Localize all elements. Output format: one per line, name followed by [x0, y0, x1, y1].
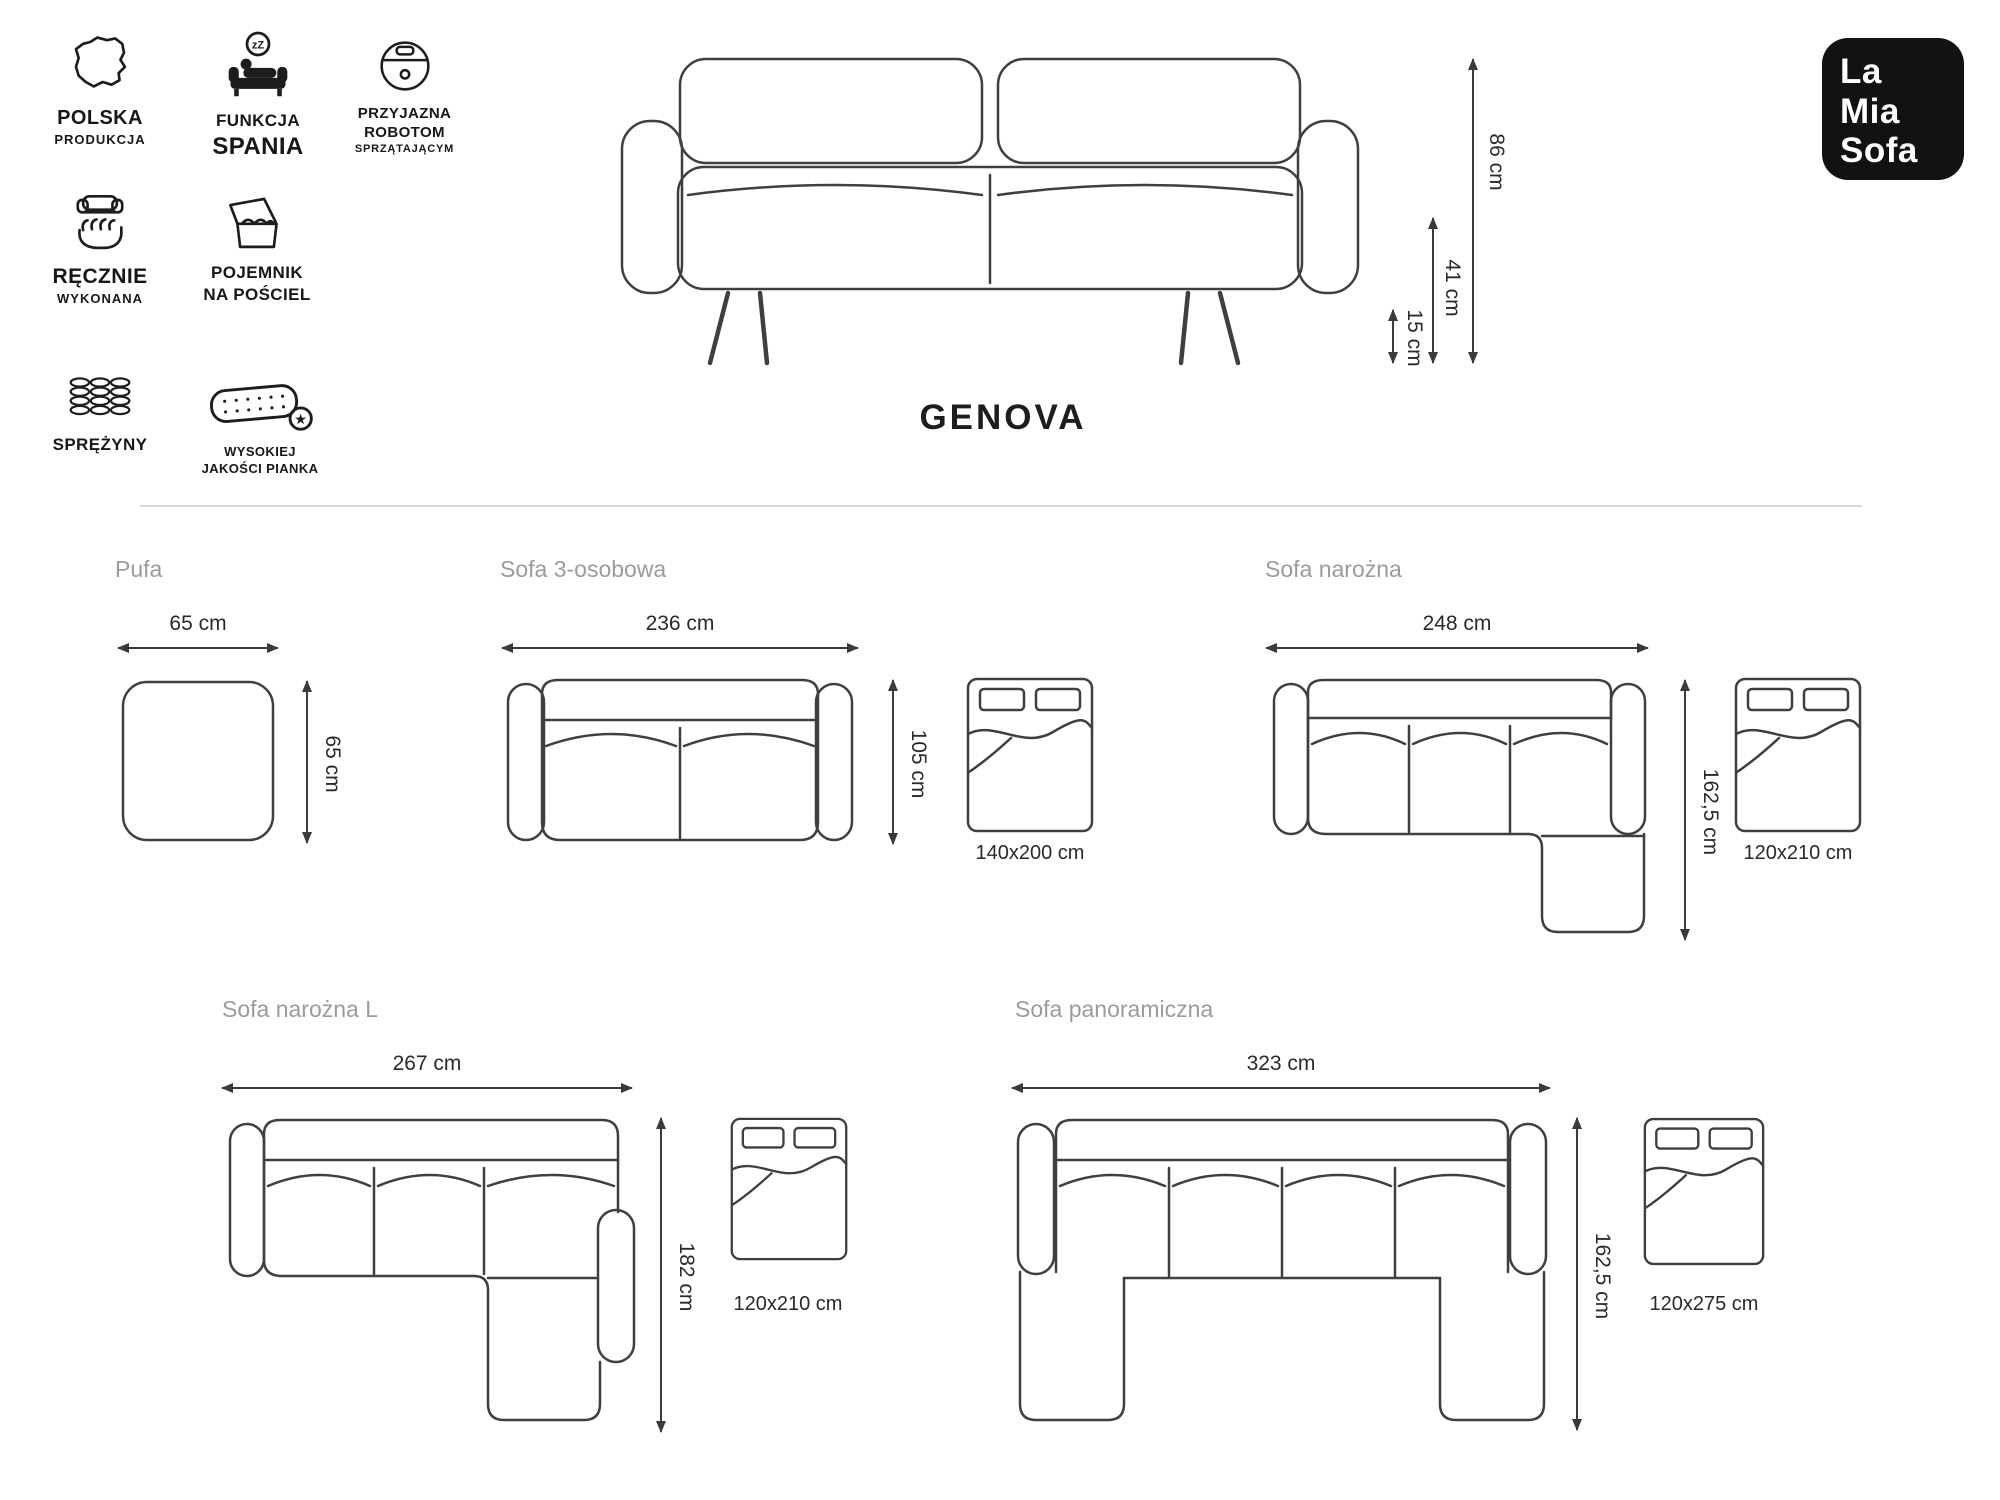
brand-logo: La Mia Sofa: [1822, 38, 1964, 180]
panoramiczna-width-label: 323 cm: [1246, 1052, 1316, 1075]
poland-map-icon: [74, 36, 127, 88]
narozna-depth-arrow: [1680, 679, 1690, 941]
feature-label: WYSOKIEJ: [224, 444, 296, 459]
feature-label: FUNKCJA: [215, 111, 301, 130]
feature-pojemnik-na-posciel: POJEMNIK NA POŚCIEL: [172, 190, 342, 306]
variant-title-pufa: Pufa: [115, 556, 163, 582]
handmade-icon: [76, 195, 124, 250]
quality-foam-icon: ★: [209, 384, 313, 431]
sofa3-depth-label: 105 cm: [907, 729, 930, 799]
panoramiczna-depth-label: 162,5 cm: [1591, 1232, 1614, 1320]
narozna-l-width-arrow: [221, 1083, 633, 1093]
feature-sublabel: SPANIA: [212, 132, 304, 160]
variant-title-panoramiczna: Sofa panoramiczna: [1015, 996, 1214, 1022]
narozna-drawing: [1272, 678, 1647, 934]
narozna-bed-size-label: 120x210 cm: [1743, 842, 1853, 864]
brand-word: Mia: [1840, 91, 1900, 131]
feature-sublabel: WYKONANA: [57, 290, 143, 306]
hero-leg-height-label: 15 cm: [1403, 309, 1426, 367]
hero-sofa-drawing: [620, 57, 1360, 366]
feature-label: POLSKA: [57, 107, 143, 129]
feature-wysokiej-jakosci-pianka: ★ WYSOKIEJ JAKOŚCI PIANKA: [165, 374, 355, 477]
narozna-width-arrow: [1265, 643, 1649, 653]
hero-total-height-label: 86 cm: [1485, 133, 1508, 191]
variant-title-narozna-l: Sofa narożna L: [222, 996, 379, 1022]
sofa3-depth-arrow: [888, 679, 898, 845]
panoramiczna-width-arrow: [1011, 1083, 1551, 1093]
feature-sublabel: SPRZĄTAJĄCYM: [354, 143, 455, 156]
variant-title-narozna: Sofa narożna: [1265, 556, 1402, 582]
feature-sprezyny: SPRĘŻYNY: [20, 372, 180, 456]
feature-sublabel: NA POŚCIEL: [203, 284, 311, 304]
robot-vacuum-icon: [379, 41, 430, 91]
hero-seat-height-arrow: [1428, 217, 1438, 364]
narozna-width-label: 248 cm: [1422, 612, 1492, 635]
section-divider: [140, 505, 1862, 507]
narozna-l-depth-label: 182 cm: [675, 1242, 698, 1312]
feature-sublabel: PRODUKCJA: [54, 131, 146, 147]
pufa-depth-arrow: [302, 680, 312, 844]
narozna-l-width-label: 267 cm: [392, 1052, 462, 1075]
model-name: GENOVA: [919, 398, 1087, 437]
sofa3-width-arrow: [501, 643, 859, 653]
hero-seat-height-label: 41 cm: [1441, 259, 1464, 317]
brand-word: La: [1840, 52, 1882, 91]
feature-label: POJEMNIK: [211, 263, 303, 282]
springs-icon: [69, 377, 131, 416]
feature-polska-produkcja: POLSKA PRODUKCJA: [20, 34, 180, 148]
feature-label: RĘCZNIE: [52, 265, 148, 288]
narozna-bed-icon: [1734, 677, 1862, 833]
hero-leg-height-arrow: [1388, 309, 1398, 364]
sleep-function-icon: zZ: [228, 31, 288, 97]
pufa-width-arrow: [117, 643, 279, 653]
hero-total-height-arrow: [1468, 58, 1478, 364]
sofa3-bed-icon: [966, 677, 1094, 833]
variant-title-sofa3: Sofa 3-osobowa: [500, 556, 667, 582]
feature-label: SPRĘŻYNY: [52, 435, 148, 454]
sofa3-drawing: [506, 678, 854, 842]
svg-text:zZ: zZ: [252, 40, 265, 52]
panoramiczna-bed-icon: [1643, 1117, 1765, 1266]
sofa3-width-label: 236 cm: [645, 612, 715, 635]
feature-przyjazna-robotom: PRZYJAZNA ROBOTOM SPRZĄTAJĄCYM: [322, 36, 487, 156]
panoramiczna-depth-arrow: [1572, 1117, 1582, 1431]
panoramiczna-drawing: [1016, 1118, 1548, 1422]
feature-recznie-wykonana: RĘCZNIE WYKONANA: [20, 190, 180, 308]
narozna-l-bed-size-label: 120x210 cm: [733, 1293, 843, 1315]
feature-label: PRZYJAZNA: [357, 105, 452, 122]
feature-sublabel: JAKOŚCI PIANKA: [201, 460, 319, 476]
feature-funkcja-spania: zZ FUNKCJA SPANIA: [178, 30, 338, 162]
narozna-l-bed-icon: [730, 1117, 848, 1261]
pufa-depth-label: 65 cm: [321, 735, 344, 793]
bedding-storage-icon: [229, 197, 278, 249]
narozna-l-depth-arrow: [656, 1117, 666, 1433]
svg-text:★: ★: [295, 412, 307, 426]
narozna-l-drawing: [228, 1118, 636, 1422]
pufa-width-label: 65 cm: [169, 612, 227, 635]
panoramiczna-bed-size-label: 120x275 cm: [1649, 1293, 1759, 1315]
pufa-drawing: [121, 680, 275, 842]
sofa3-bed-size-label: 140x200 cm: [975, 842, 1085, 864]
feature-label: ROBOTOM: [364, 124, 445, 142]
brand-word: Sofa: [1840, 131, 1918, 171]
